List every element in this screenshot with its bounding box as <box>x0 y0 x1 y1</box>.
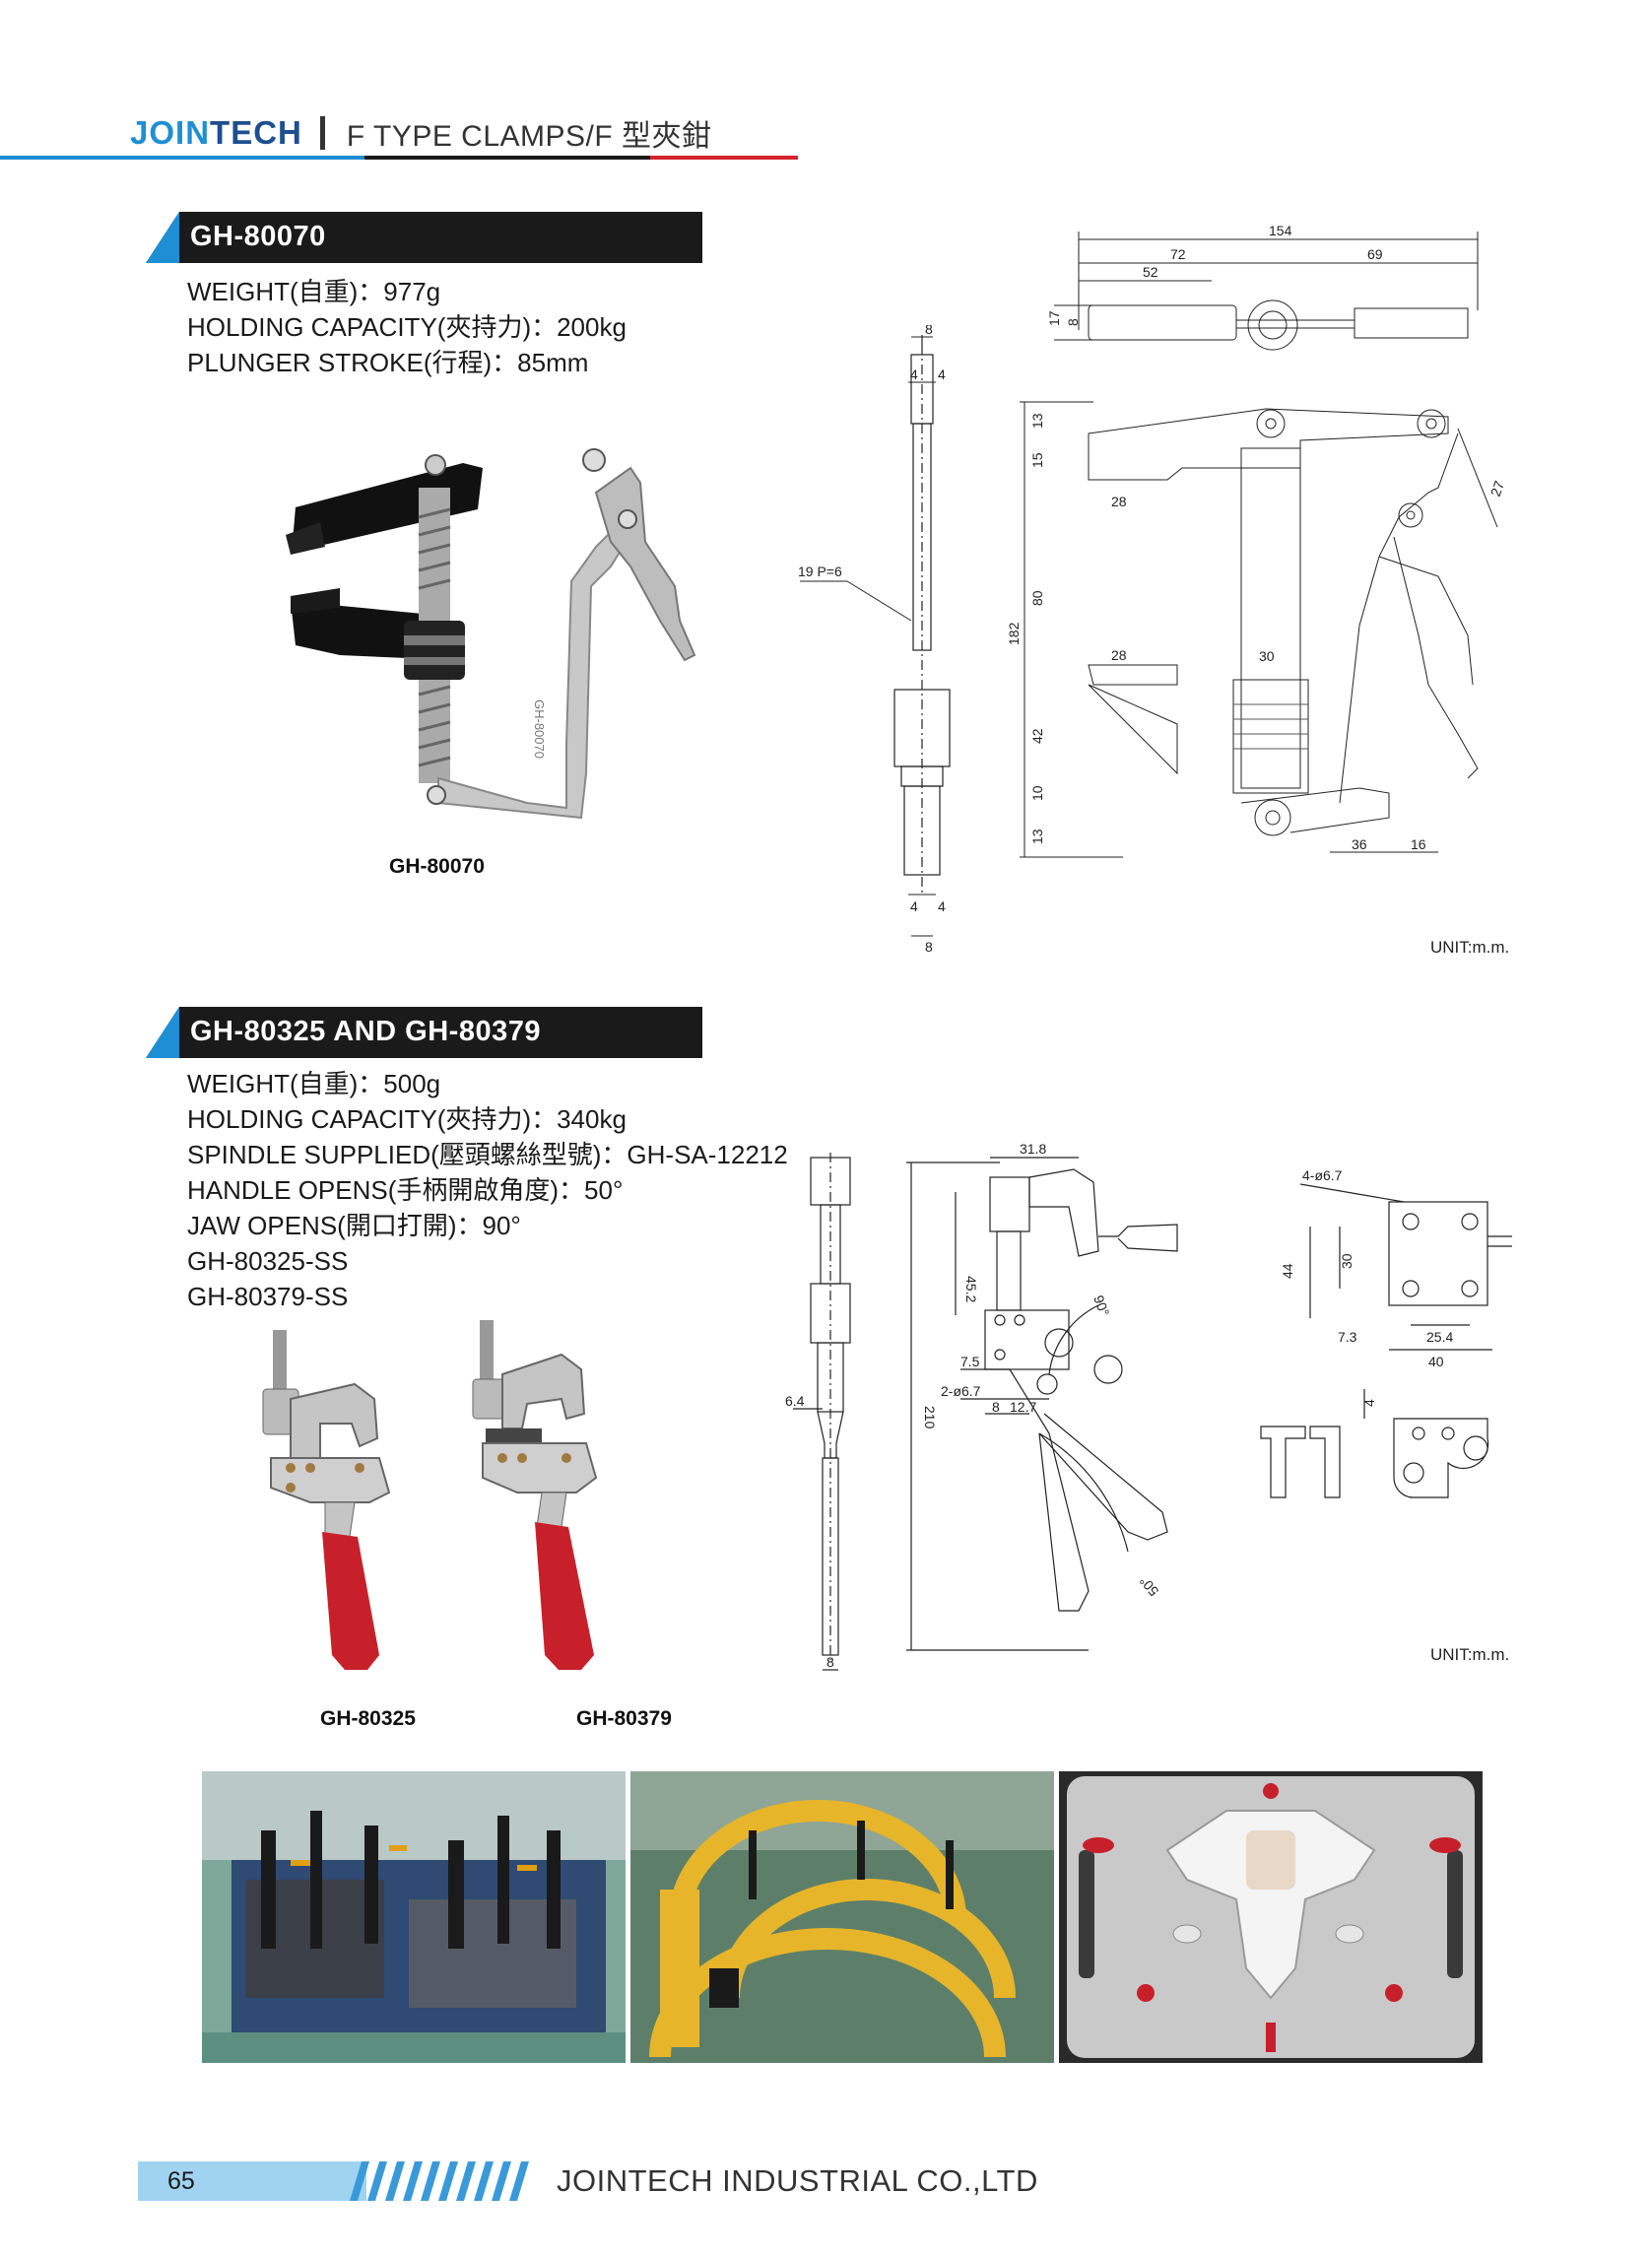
drawing-side-view-gh80325: 6.4 8 <box>785 1153 851 1671</box>
dim-label: 13 <box>1029 413 1045 429</box>
dim-label: 69 <box>1367 246 1383 262</box>
dim-label: 154 <box>1269 223 1292 238</box>
section-title: GH-80325 AND GH-80379 <box>190 1016 541 1047</box>
spec-list-gh80325: WEIGHT(自重)：500g HOLDING CAPACITY(夾持力)：34… <box>187 1066 788 1314</box>
spec-spindle: SPINDLE SUPPLIED(壓頭螺絲型號)：GH-SA-12212 <box>187 1140 788 1169</box>
dim-label: 7.3 <box>1338 1329 1357 1345</box>
header-divider <box>319 116 325 150</box>
dim-label: 40 <box>1428 1354 1444 1369</box>
spec-model-ss-1: GH-80325-SS <box>187 1246 349 1276</box>
dim-label: 28 <box>1111 494 1127 509</box>
spec-holding-capacity: HOLDING CAPACITY(夾持力)：340kg <box>187 1104 627 1134</box>
dim-label: 80 <box>1029 590 1045 606</box>
dim-label: 7.5 <box>960 1354 980 1369</box>
dim-label: 30 <box>1339 1253 1355 1269</box>
dim-label: 12.7 <box>1010 1399 1036 1415</box>
dim-label: 4 <box>910 898 918 914</box>
dim-label: 19 P=6 <box>798 564 842 579</box>
dim-label: 4-ø6.7 <box>1302 1167 1343 1183</box>
drawing-main-view-gh80325: 31.8 45.2 90° 7.5 2-ø6.7 8 12.7 210 50° <box>906 1141 1178 1651</box>
dim-label: 72 <box>1170 246 1186 262</box>
dim-label: 30 <box>1259 648 1275 664</box>
dim-label: 8 <box>925 939 933 955</box>
product-photo-gh80325 <box>262 1330 391 1670</box>
dim-label: 45.2 <box>963 1276 979 1302</box>
dim-label: 16 <box>1411 836 1426 852</box>
footer-stripes <box>350 2161 529 2201</box>
spec-list-gh80070: WEIGHT(自重)：977g HOLDING CAPACITY(夾持力)：20… <box>187 274 627 380</box>
product-photo-gh80070: GH-80070 <box>286 448 696 820</box>
dim-label: 36 <box>1352 836 1367 852</box>
unit-label-gh80325: UNIT:m.m. <box>1430 1645 1510 1664</box>
dim-label: 44 <box>1280 1263 1295 1279</box>
product-photo-gh80379 <box>472 1320 598 1670</box>
dim-label: 90° <box>1090 1294 1112 1318</box>
page-number: 65 <box>167 2167 195 2195</box>
application-photo-fixture-3 <box>1059 1771 1483 2063</box>
dim-label: 8 <box>992 1399 1000 1415</box>
photo-caption-gh80325: GH-80325 <box>320 1707 416 1730</box>
dim-label: 52 <box>1143 264 1158 280</box>
photo-engraving: GH-80070 <box>532 699 547 759</box>
dim-label: 8 <box>826 1654 834 1670</box>
dim-label: 31.8 <box>1020 1141 1046 1157</box>
spec-weight: WEIGHT(自重)：977g <box>187 277 441 306</box>
footer-page-tab: 65 <box>138 2161 366 2201</box>
brand-part-1: JOIN <box>130 114 211 151</box>
drawing-base-view-gh80325: 4-ø6.7 44 30 7.3 25.4 40 4 <box>1260 1167 1512 1498</box>
section-title: GH-80070 <box>190 221 326 252</box>
dim-label: 6.4 <box>785 1393 805 1409</box>
dim-label: 4 <box>938 366 946 382</box>
page-header: JOINTECH F TYPE CLAMPS/F 型夾鉗 <box>130 108 712 158</box>
dim-label: 25.4 <box>1426 1329 1453 1345</box>
header-rule-red <box>650 156 798 160</box>
dim-label: 28 <box>1111 647 1127 663</box>
footer-company-name: JOINTECH INDUSTRIAL CO.,LTD <box>557 2163 1038 2198</box>
dim-label: 4 <box>938 898 946 914</box>
unit-label-gh80070: UNIT:m.m. <box>1430 938 1510 957</box>
spec-holding-capacity: HOLDING CAPACITY(夾持力)：200kg <box>187 312 627 342</box>
dim-label: 27 <box>1487 479 1507 498</box>
header-rule-blue <box>0 156 364 160</box>
spec-handle-opens: HANDLE OPENS(手柄開啟角度)：50° <box>187 1175 624 1205</box>
dim-label: 13 <box>1029 829 1045 844</box>
drawing-side-view-gh80070: 8 4 4 19 P=6 4 4 8 <box>798 325 951 955</box>
application-photo-fixture-2 <box>630 1771 1054 2063</box>
dim-label: 17 <box>1046 310 1062 326</box>
photo-caption-gh80070: GH-80070 <box>389 855 485 878</box>
page-title: F TYPE CLAMPS/F 型夾鉗 <box>346 120 712 153</box>
dim-label: 2-ø6.7 <box>941 1383 981 1399</box>
dim-label: 42 <box>1029 728 1045 744</box>
drawing-front-view-gh80070: 154 72 52 69 17 8 13 15 28 27 80 182 28 … <box>1006 223 1507 858</box>
dim-label: 8 <box>1065 318 1081 326</box>
brand-part-2: TECH <box>210 114 302 151</box>
section-bar-gh80325-gh80379: GH-80325 AND GH-80379 <box>146 1007 702 1058</box>
dim-label: 4 <box>910 366 918 382</box>
spec-plunger-stroke: PLUNGER STROKE(行程)：85mm <box>187 348 589 377</box>
dim-label: 50° <box>1136 1573 1161 1600</box>
section-bar-gh80070: GH-80070 <box>146 212 702 263</box>
photo-caption-gh80379: GH-80379 <box>576 1707 672 1730</box>
spec-weight: WEIGHT(自重)：500g <box>187 1069 441 1098</box>
header-rule-dark <box>364 156 650 160</box>
dim-label: 210 <box>922 1406 938 1429</box>
dim-label: 182 <box>1006 622 1022 645</box>
application-photo-fixture-1 <box>202 1771 626 2063</box>
spec-jaw-opens: JAW OPENS(開口打開)：90° <box>187 1211 521 1240</box>
brand-logo: JOINTECH <box>130 114 302 152</box>
dim-label: 10 <box>1029 785 1045 801</box>
dim-label: 8 <box>925 325 933 337</box>
dim-label: 4 <box>1361 1399 1377 1407</box>
dim-label: 15 <box>1029 452 1045 468</box>
spec-model-ss-2: GH-80379-SS <box>187 1282 349 1311</box>
